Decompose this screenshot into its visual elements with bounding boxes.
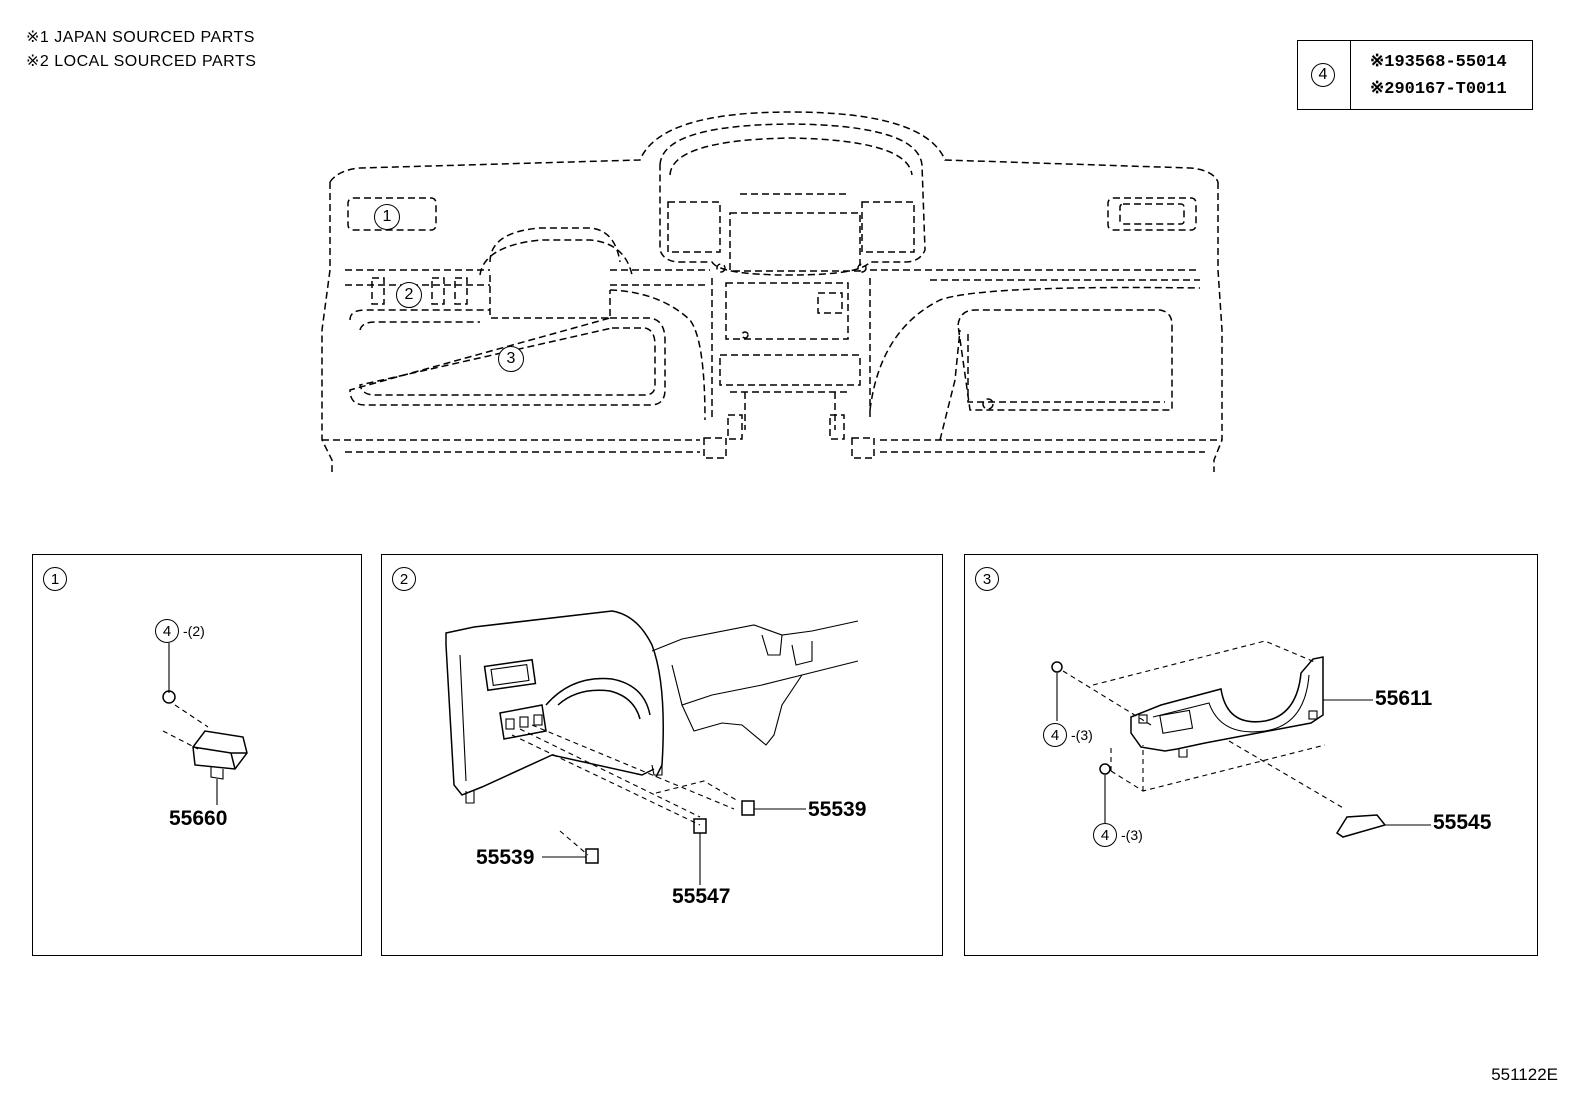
- overview-callout-2: 2: [396, 282, 422, 308]
- overview-callout-3: 3: [498, 346, 524, 372]
- detail-panel-1: 1 4 -(2) 55660: [32, 554, 362, 956]
- panel-3-drawing: [1051, 640, 1431, 838]
- detail-panel-3: 3 4 -(3) 4 -(3) 55611 55545: [964, 554, 1538, 956]
- ref-part-local: ※290167-T0011: [1370, 80, 1507, 99]
- ref-table-divider: [1350, 41, 1351, 109]
- panel-1-drawing: [162, 643, 248, 805]
- panel-1-fastener-qty: -(2): [183, 623, 205, 639]
- part-number-55539-right: 55539: [808, 798, 867, 821]
- part-number-55547: 55547: [672, 885, 731, 908]
- panel-3-fastener-qty-top: -(3): [1071, 727, 1093, 743]
- panel-3-fastener-qty-bottom: -(3): [1121, 827, 1143, 843]
- ref-part-japan: ※193568-55014: [1370, 53, 1507, 72]
- note-local-sourced: ※2 LOCAL SOURCED PARTS: [26, 53, 257, 70]
- detail-panel-2: 2 55539 55539 55547: [381, 554, 943, 956]
- part-number-55539-left: 55539: [476, 846, 535, 869]
- part-number-55660: 55660: [169, 807, 228, 830]
- panel-2-drawing: [445, 610, 859, 885]
- part-number-55611: 55611: [1375, 687, 1433, 710]
- panel-1-fastener-ref: 4: [155, 619, 179, 643]
- panel-2-label: 2: [392, 567, 416, 591]
- note-japan-sourced: ※1 JAPAN SOURCED PARTS: [26, 29, 255, 46]
- part-number-55545: 55545: [1433, 811, 1492, 834]
- overview-callout-1: 1: [374, 204, 400, 230]
- panel-3-label: 3: [975, 567, 999, 591]
- panel-3-fastener-ref-bottom: 4: [1093, 823, 1117, 847]
- diagram-id: 551122E: [1491, 1065, 1558, 1084]
- fastener-reference-table: 4 ※193568-55014 ※290167-T0011: [1297, 40, 1533, 110]
- panel-1-label: 1: [43, 567, 67, 591]
- panel-3-fastener-ref-top: 4: [1043, 723, 1067, 747]
- ref-circle-4: 4: [1311, 63, 1335, 87]
